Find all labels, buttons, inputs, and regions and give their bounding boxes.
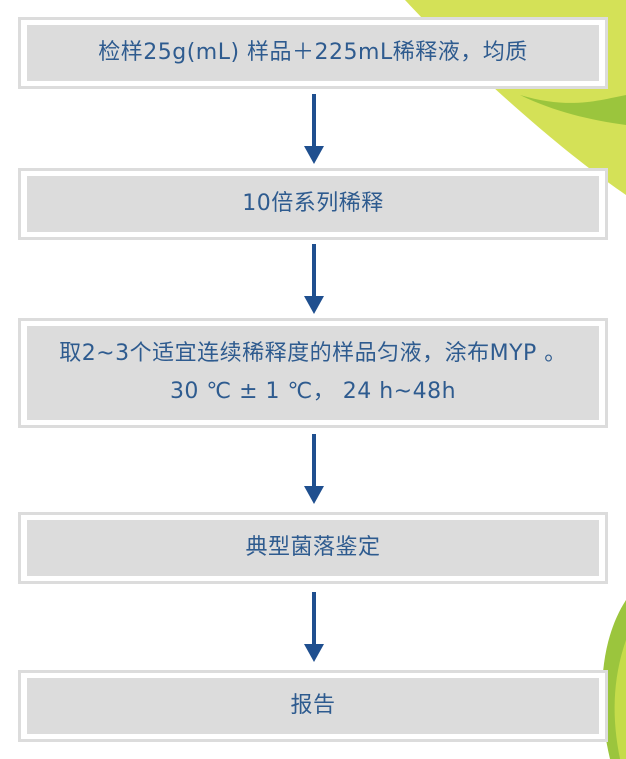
leaf-bottom-right-light — [614, 640, 626, 759]
step-text-line: 30 ℃ ± 1 ℃， 24 h~48h — [169, 379, 457, 404]
step-box-plating: 取2~3个适宜连续稀释度的样品匀液，涂布MYP 。 30 ℃ ± 1 ℃， 24… — [18, 318, 608, 428]
arrow-down-2 — [304, 244, 324, 314]
step-box-inner: 10倍系列稀释 — [27, 176, 599, 232]
step-text-line: 典型菌落鉴定 — [245, 535, 381, 560]
step-box-colony-identification: 典型菌落鉴定 — [18, 512, 608, 584]
step-text-line: 10倍系列稀释 — [242, 191, 384, 216]
arrow-down-3 — [304, 434, 324, 504]
step-box-sample-prep: 检样25g(mL) 样品＋225mL稀释液，均质 — [18, 17, 608, 89]
leaf-top-right-shade — [520, 95, 626, 125]
step-box-inner: 取2~3个适宜连续稀释度的样品匀液，涂布MYP 。 30 ℃ ± 1 ℃， 24… — [27, 326, 599, 420]
step-text-line: 取2~3个适宜连续稀释度的样品匀液，涂布MYP 。 — [59, 341, 567, 366]
step-box-inner: 典型菌落鉴定 — [27, 520, 599, 576]
step-text-line: 检样25g(mL) 样品＋225mL稀释液，均质 — [98, 40, 528, 65]
arrow-down-4 — [304, 592, 324, 662]
step-text-line: 报告 — [290, 693, 336, 718]
step-box-inner: 报告 — [27, 678, 599, 734]
arrow-down-1 — [304, 94, 324, 164]
step-box-inner: 检样25g(mL) 样品＋225mL稀释液，均质 — [27, 25, 599, 81]
step-box-dilution: 10倍系列稀释 — [18, 168, 608, 240]
step-box-report: 报告 — [18, 670, 608, 742]
